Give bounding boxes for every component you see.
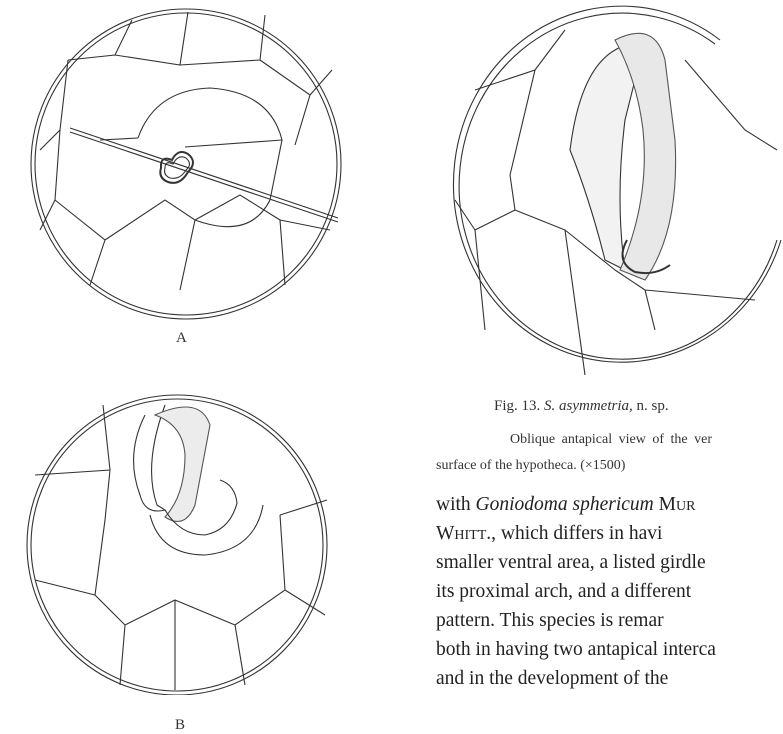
figure-b-label: B <box>175 717 185 734</box>
author-abbrev-2: Whitt. <box>436 523 491 544</box>
figure-13-caption-title: Fig. 13. S. asymmetria, n. sp. <box>494 398 669 415</box>
body-line-1: with Goniodoma sphericum Mur <box>436 490 716 519</box>
author-abbrev-1: Mur <box>654 494 696 515</box>
figure-a-drawing <box>20 0 350 325</box>
figure-13-caption-line-2: surface of the hypotheca. (×1500) <box>436 458 625 474</box>
body-line-4: its proximal arch, and a different <box>436 577 716 606</box>
figure-13-species: S. asymmetria, <box>544 398 633 414</box>
body-line-5: pattern. This species is remar <box>436 606 716 635</box>
figure-13-number: Fig. 13. <box>494 398 540 414</box>
body-line-1-prefix: with <box>436 494 476 515</box>
figure-13-species-suffix: n. sp. <box>637 398 669 414</box>
body-line-6: both in having two antapical interca <box>436 635 716 664</box>
body-paragraph: with Goniodoma sphericum Mur Whitt., whi… <box>436 490 716 693</box>
body-line-2: Whitt., which differs in havi <box>436 519 716 548</box>
figure-b-drawing <box>25 385 335 695</box>
body-line-3: smaller ventral area, a listed girdle <box>436 548 716 577</box>
species-name-goniodoma: Goniodoma sphericum <box>476 494 654 515</box>
figure-a-label: A <box>176 330 187 347</box>
figure-13-drawing <box>415 0 783 385</box>
figure-13-caption-line-1: Oblique antapical view of the ver <box>510 432 712 448</box>
body-line-2-rest: , which differs in havi <box>491 523 662 544</box>
body-line-7: and in the development of the <box>436 664 716 693</box>
